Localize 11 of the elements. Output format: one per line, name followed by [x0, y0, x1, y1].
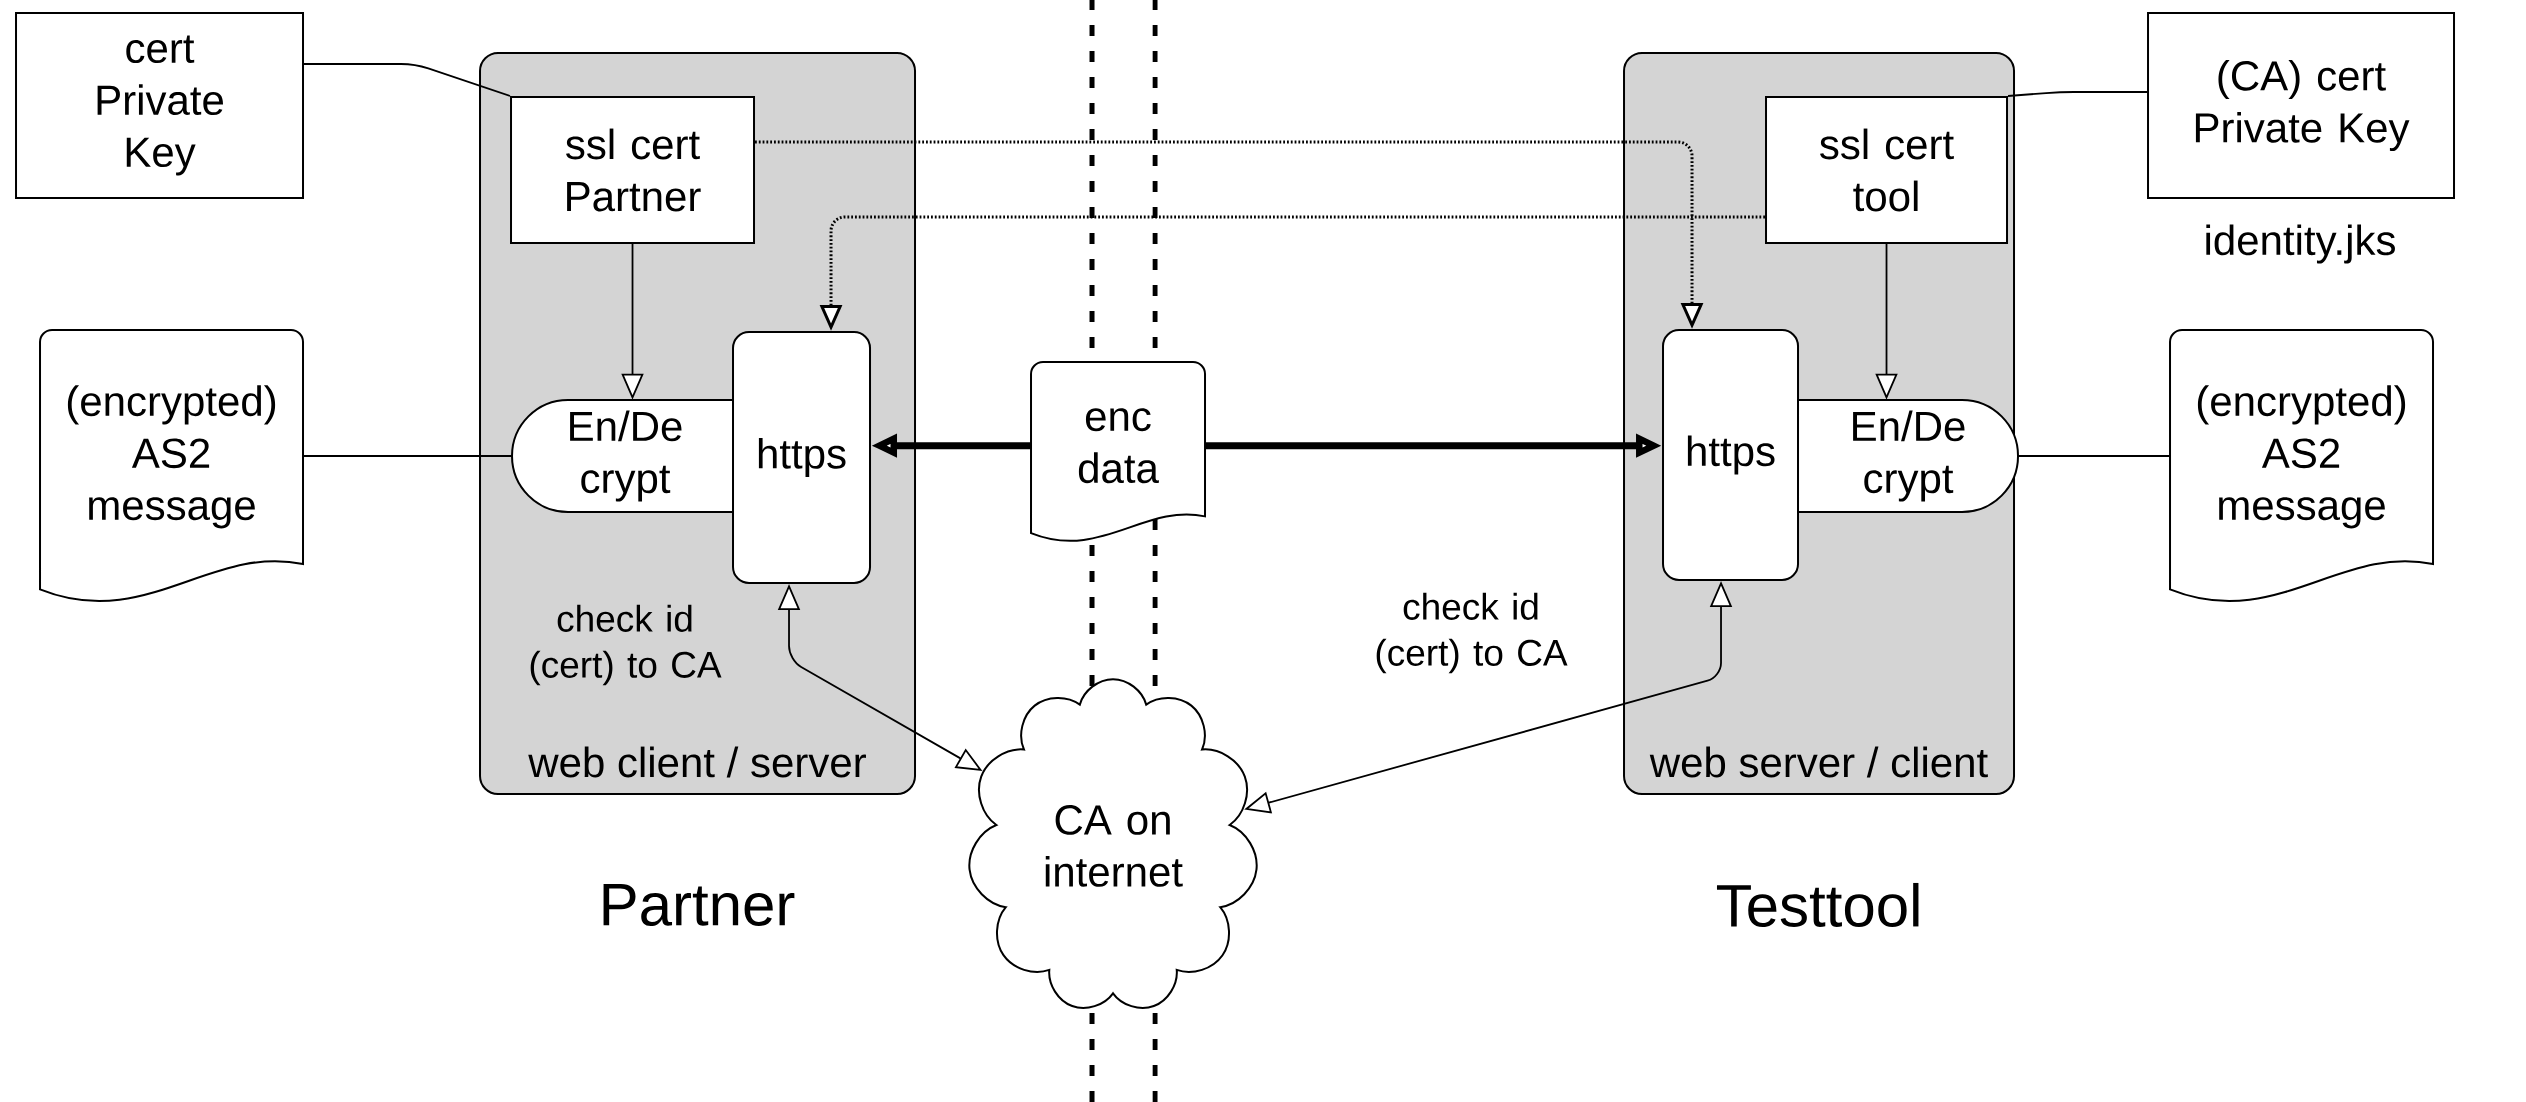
label-box: (CA) cert Private Key — [2147, 12, 2455, 199]
label-box: cert Private Key — [15, 12, 304, 199]
label-box: ssl cert Partner — [510, 96, 755, 244]
label-box: ssl cert tool — [1765, 96, 2008, 244]
process-box: https — [732, 331, 871, 584]
process-box: https — [1662, 329, 1799, 581]
edge-label: check id (cert) to CA — [530, 604, 722, 686]
edge-label: check id (cert) to CA — [1376, 592, 1568, 674]
caption-text: Testtool — [1717, 882, 1919, 927]
caption-text: identity.jks — [2206, 224, 2395, 264]
caption-text: Partner — [603, 884, 795, 926]
